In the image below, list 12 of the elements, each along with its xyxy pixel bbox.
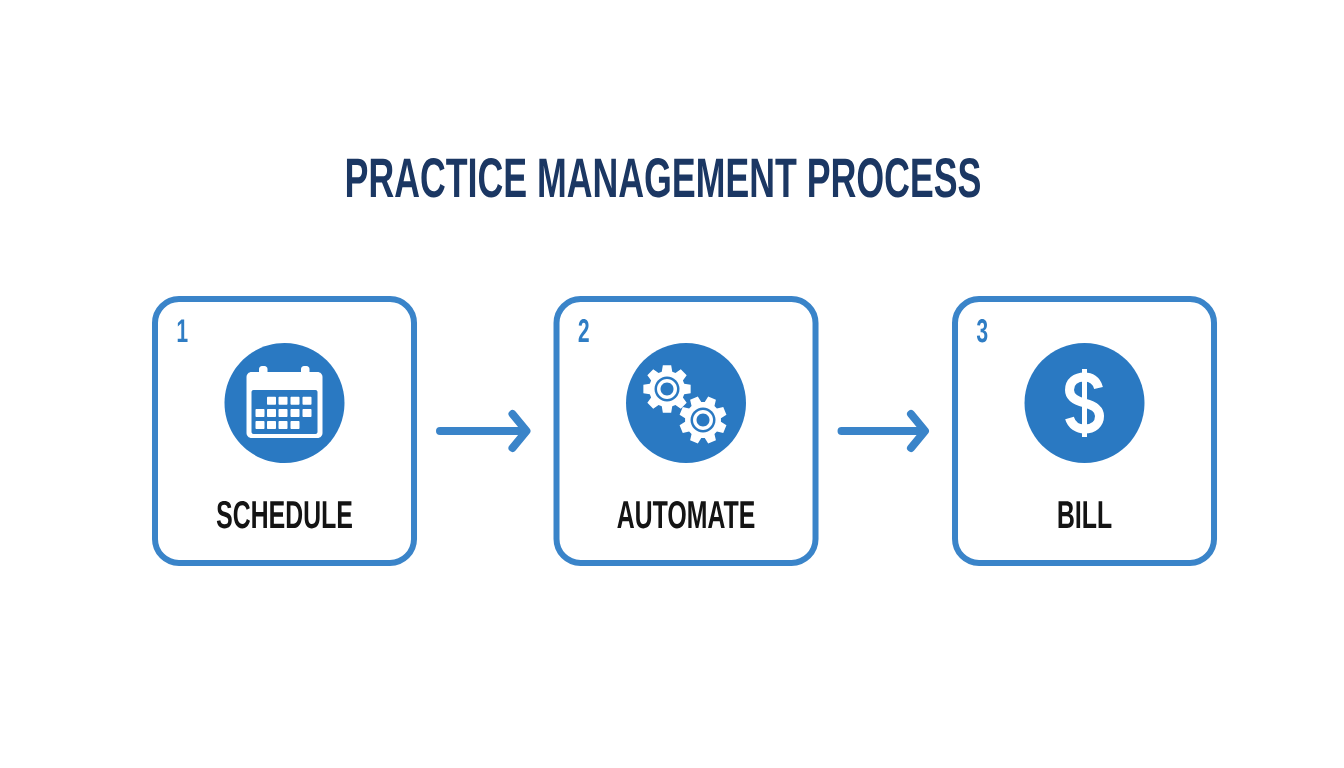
step-label: BILL: [1058, 501, 1112, 528]
step-number: 3: [976, 319, 988, 343]
step-label: AUTOMATE: [617, 500, 755, 529]
arrow: [436, 410, 531, 452]
step-label: SCHEDULE: [216, 500, 352, 529]
title: PRACTICE MANAGEMENT PROCESS: [346, 158, 980, 198]
step-number: 1: [177, 319, 188, 342]
step-box: [152, 296, 417, 566]
arrow: [837, 410, 929, 452]
step-box: [553, 296, 819, 566]
step-box: [952, 296, 1217, 566]
step-number: 2: [578, 319, 589, 342]
